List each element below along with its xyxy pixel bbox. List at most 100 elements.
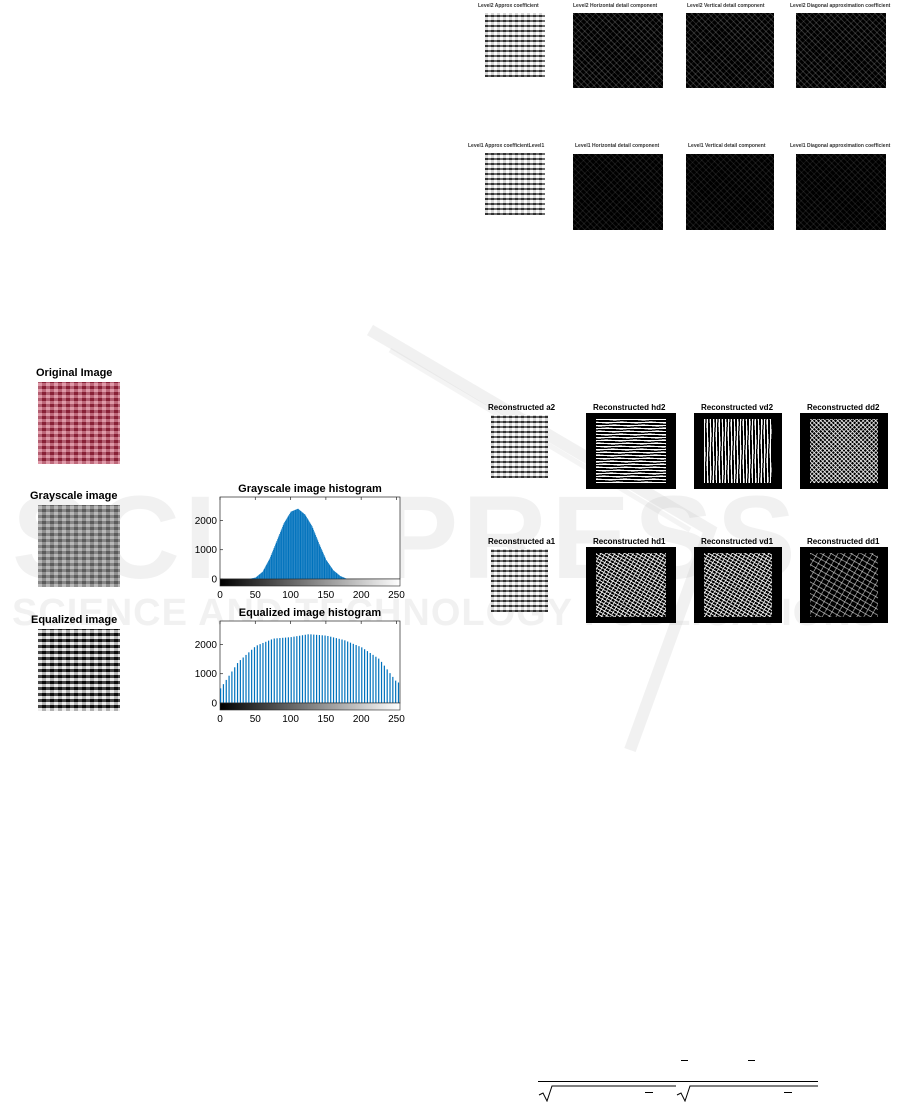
histogram-bar <box>293 511 294 579</box>
histogram-bar <box>299 510 300 579</box>
x-tick-label: 50 <box>250 590 262 601</box>
histogram-bar <box>325 558 326 579</box>
histogram-bar <box>298 509 299 579</box>
histogram-bar <box>288 637 289 703</box>
histogram-bar <box>398 683 399 704</box>
histogram-bar <box>330 566 331 579</box>
level1-diagonal-title: Level1 Diagonal approximation coefficien… <box>790 143 890 149</box>
histogram-bar <box>259 575 260 579</box>
grayscale-image-title: Grayscale image <box>30 490 117 502</box>
histogram-bar <box>270 557 271 579</box>
equalized-image <box>38 629 120 711</box>
histogram-bar <box>277 539 278 579</box>
histogram-bar <box>303 513 304 579</box>
y-tick-label: 2000 <box>195 516 218 527</box>
histogram-bar <box>274 548 275 579</box>
histogram-bar <box>306 517 307 579</box>
histogram-bar <box>286 519 287 579</box>
histogram-bar <box>305 516 306 579</box>
original-image-title: Original Image <box>36 367 112 379</box>
histogram-bar <box>341 577 342 579</box>
histogram-bar <box>264 568 265 579</box>
histogram-bar <box>334 571 335 579</box>
histogram-bar <box>334 571 335 579</box>
histogram-bar <box>300 510 301 579</box>
level2-horizontal-image <box>573 13 663 88</box>
reconstructed-hd2-frame <box>586 413 676 489</box>
histogram-bar <box>356 645 357 703</box>
histogram-bar <box>268 641 269 703</box>
histogram-bar <box>296 636 297 703</box>
histogram-bar <box>311 525 312 579</box>
histogram-bar <box>315 535 316 579</box>
histogram-bar <box>294 510 295 579</box>
histogram-bar <box>319 635 320 703</box>
histogram-bar <box>276 543 277 579</box>
histogram-bar <box>315 533 316 579</box>
histogram-bar <box>261 573 262 579</box>
histogram-bar <box>276 541 277 579</box>
histogram-bar <box>342 577 343 579</box>
histogram-bar <box>262 572 263 579</box>
reconstructed-a1-title: Reconstructed a1 <box>488 537 555 546</box>
histogram-bar <box>263 570 264 579</box>
histogram-bar <box>329 565 330 579</box>
histogram-bar <box>272 553 273 579</box>
histogram-bar <box>378 659 379 703</box>
histogram-bar <box>339 575 340 579</box>
histogram-bar <box>322 550 323 579</box>
histogram-bar <box>310 634 311 703</box>
x-tick-label: 50 <box>250 714 262 725</box>
histogram-bar <box>265 566 266 579</box>
histogram-bar <box>327 636 328 703</box>
level1-diagonal-image <box>796 154 886 230</box>
reconstructed-hd2-image <box>596 419 666 483</box>
histogram-bar <box>267 564 268 579</box>
reconstructed-dd1-title: Reconstructed dd1 <box>807 537 879 546</box>
histogram-bar <box>326 560 327 579</box>
histogram-bar <box>316 537 317 579</box>
histogram-bar <box>332 568 333 579</box>
histogram-bar <box>256 577 257 579</box>
histogram-bar <box>310 523 311 579</box>
histogram-bar <box>339 639 340 703</box>
histogram-bar <box>290 513 291 579</box>
histogram-bar <box>260 644 261 703</box>
histogram-bar <box>309 522 310 579</box>
histogram-bar <box>302 635 303 703</box>
histogram-bar <box>333 637 334 703</box>
histogram-bar <box>317 540 318 579</box>
reconstructed-a2-image <box>491 415 548 478</box>
histogram-bar <box>279 536 280 579</box>
histogram-bar <box>381 662 382 703</box>
histogram-bar <box>287 518 288 580</box>
histogram-bar <box>312 528 313 579</box>
histogram-bar <box>220 688 221 703</box>
histogram-bar <box>328 563 329 579</box>
reconstructed-dd2-title: Reconstructed dd2 <box>807 403 879 412</box>
y-tick-label: 1000 <box>195 545 218 556</box>
level2-vertical-image <box>686 13 774 88</box>
reconstructed-vd1-title: Reconstructed vd1 <box>701 537 773 546</box>
x-tick-label: 200 <box>353 590 370 601</box>
reconstructed-vd1-frame <box>694 547 782 623</box>
histogram-bar <box>331 567 332 579</box>
histogram-bar <box>332 569 333 579</box>
histogram-bar <box>364 649 365 703</box>
histogram-bar <box>257 576 258 579</box>
histogram-bar <box>344 640 345 703</box>
histogram-bar <box>333 570 334 579</box>
histogram-bar <box>273 550 274 579</box>
histogram-bar <box>372 655 373 703</box>
reconstructed-hd1-frame <box>586 547 676 623</box>
gray-colorbar <box>220 579 400 586</box>
histogram-bar <box>337 574 338 579</box>
histogram-bar <box>392 677 393 703</box>
histogram-bar <box>269 560 270 579</box>
histogram-bar <box>299 636 300 703</box>
histogram-bar <box>296 510 297 579</box>
histogram-bar <box>275 544 276 579</box>
